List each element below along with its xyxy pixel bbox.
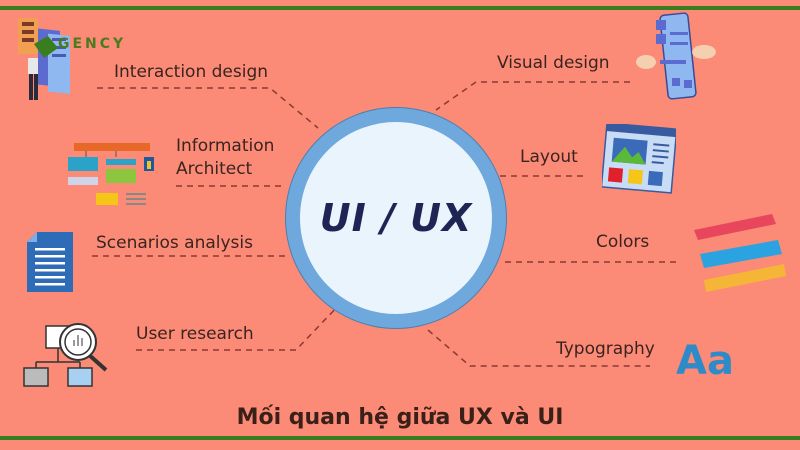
label-interaction-design: Interaction design xyxy=(114,62,269,82)
magnifier-diagram-icon xyxy=(22,322,114,392)
bottom-border-stripe xyxy=(0,436,800,440)
label-visual-design: Visual design xyxy=(497,53,610,73)
red-stroke xyxy=(694,214,776,240)
paint-strokes-icon xyxy=(690,208,786,296)
sitemap-icon xyxy=(66,143,160,211)
browser-layout-icon xyxy=(600,122,678,198)
center-label: UI / UX xyxy=(319,196,473,240)
document-icon xyxy=(27,232,75,296)
center-circle-inner: UI / UX xyxy=(300,122,492,314)
label-information: Information xyxy=(176,136,275,156)
label-user-research: User research xyxy=(136,324,254,344)
label-architect: Architect xyxy=(176,159,253,179)
top-border-stripe xyxy=(0,6,800,10)
label-typography: Typography xyxy=(556,339,655,359)
brand-logo: GENCY xyxy=(58,36,127,52)
mobile-hands-icon xyxy=(636,12,716,106)
label-colors: Colors xyxy=(596,232,650,252)
label-information-architect: Information Architect xyxy=(176,135,274,181)
designer-with-screens-icon xyxy=(14,14,74,108)
center-circle: UI / UX xyxy=(286,108,506,328)
page-title: Mối quan hệ giữa UX và UI xyxy=(236,405,564,430)
label-scenarios-analysis: Scenarios analysis xyxy=(96,233,253,253)
yellow-stroke xyxy=(704,264,786,292)
blue-stroke xyxy=(700,240,782,268)
label-layout: Layout xyxy=(520,147,578,167)
typography-icon: Aa xyxy=(676,338,734,384)
